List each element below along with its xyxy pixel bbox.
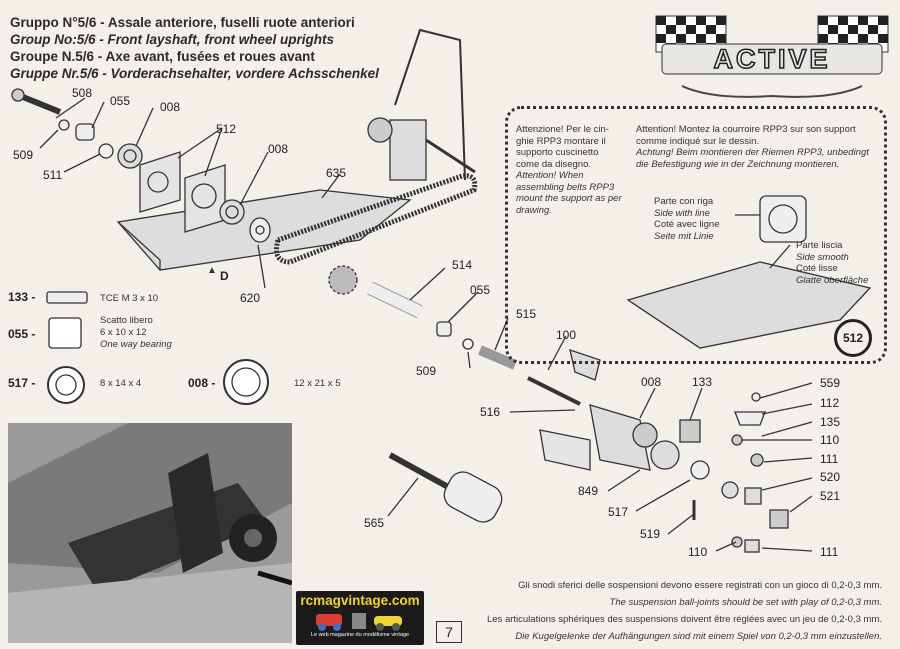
part-label-111-lower: 111 xyxy=(820,545,839,559)
part-label-111: 111 xyxy=(820,452,839,466)
note-smooth-de: Glatte oberfläche xyxy=(796,274,869,286)
part-label-008-right: 008 xyxy=(268,142,289,156)
legend-008-code: 008 - xyxy=(188,376,216,390)
legend-517-code: 517 - xyxy=(8,376,36,390)
caption-en: The suspension ball-joints should be set… xyxy=(609,597,882,608)
part-label-516: 516 xyxy=(480,405,501,419)
legend-055-desc-size: 6 x 10 x 12 xyxy=(100,327,147,338)
note-de-line2: die Befestigung wie in der Zeichnung mon… xyxy=(636,158,840,170)
part-label-110: 110 xyxy=(820,433,840,447)
note-de-line1: Achtung! Beim montieren der Riemen RPP3,… xyxy=(636,147,869,158)
header-french: Groupe N.5/6 - Axe avant, fusées et roue… xyxy=(10,49,315,64)
part-label-509: 509 xyxy=(13,148,34,162)
header-german: Gruppe Nr.5/6 - Vorderachsehalter, vorde… xyxy=(10,66,379,81)
note-it-line3: supporto cuscinetto xyxy=(516,147,599,158)
note-french-german: Attention! Montez la courroire RPP3 sur … xyxy=(636,124,876,170)
note-line-de: Seite mit Linie xyxy=(654,230,714,242)
legend-055-desc-it: Scatto libero xyxy=(100,315,153,326)
note-it-line2: ghie RPP3 montare il xyxy=(516,135,606,147)
header-english: Group No:5/6 - Front layshaft, front whe… xyxy=(10,32,335,47)
part-label-519: 519 xyxy=(640,527,661,541)
part-label-008: 008 xyxy=(160,100,181,114)
rcmagvintage-brand: rcmagvintage.com Le web magazine du modé… xyxy=(296,591,424,645)
caption-fr: Les articulations sphériques des suspens… xyxy=(486,614,882,625)
note-it-line4: come da disegno. xyxy=(516,158,591,170)
part-label-515: 515 xyxy=(516,307,537,321)
note-fr-line1: Attention! Montez la courroire RPP3 sur … xyxy=(636,124,856,135)
note-smooth-fr: Coté lisse xyxy=(796,263,838,274)
page-header: Gruppo N°5/6 - Assale anteriore, fuselli… xyxy=(10,14,379,82)
note-italian: Attenzione! Per le cin- ghie RPP3 montar… xyxy=(516,124,634,216)
legend-133-code: 133 - xyxy=(8,290,36,304)
legend-517-desc: 8 x 14 x 4 xyxy=(100,378,142,389)
part-label-100: 100 xyxy=(556,328,577,342)
part-label-520: 520 xyxy=(820,470,841,484)
note-line-fr: Coté avec ligne xyxy=(654,219,720,230)
logo-text: ACTIVE xyxy=(713,44,830,74)
part-label-511: 511 xyxy=(43,168,63,182)
part-label-509-lower: 509 xyxy=(416,364,437,378)
part-label-521: 521 xyxy=(820,489,841,503)
part-label-110-lower: 110 xyxy=(688,545,708,559)
part-label-565: 565 xyxy=(364,516,385,530)
part-label-d: D xyxy=(220,269,229,283)
part-label-055-lower: 055 xyxy=(470,283,491,297)
photo-image xyxy=(8,423,292,643)
assembly-note-box xyxy=(505,106,887,364)
brand-title: rcmagvintage.com xyxy=(300,593,420,608)
brand-subtitle: Le web magazine du modélisme vintage xyxy=(310,632,410,638)
caption-de: Die Kugelgelenke der Aufhängungen sind m… xyxy=(515,631,882,642)
legend-133-desc: TCE M 3 x 10 xyxy=(100,293,159,304)
note-en-line2: assembling belts RPP3 xyxy=(516,181,615,193)
part-label-135: 135 xyxy=(820,415,841,429)
note-line-en: Side with line xyxy=(654,207,710,219)
part-label-008-upright: 008 xyxy=(641,375,662,389)
part-label-133: 133 xyxy=(692,375,713,389)
car-icons xyxy=(316,613,402,631)
svg-text:▲: ▲ xyxy=(207,265,217,276)
legend-055-desc-en: One way bearing xyxy=(100,339,172,350)
note-line-it: Parte con riga xyxy=(654,196,714,207)
note-en-line4: drawing. xyxy=(516,204,552,216)
part-label-849: 849 xyxy=(578,484,599,498)
part-label-559: 559 xyxy=(820,376,841,390)
suspension-caption: Gli snodi sferici delle sospensioni devo… xyxy=(487,577,882,645)
note-en-line3: mount the support as per xyxy=(516,193,622,204)
note-side-with-line: Parte con riga Side with line Coté avec … xyxy=(654,196,719,242)
header-italian: Gruppo N°5/6 - Assale anteriore, fuselli… xyxy=(10,15,355,30)
note-it-line1: Attenzione! Per le cin- xyxy=(516,124,609,135)
part-label-055: 055 xyxy=(110,94,131,108)
part-label-517: 517 xyxy=(608,505,629,519)
active-logo: ACTIVE xyxy=(655,15,889,98)
caption-it: Gli snodi sferici delle sospensioni devo… xyxy=(518,580,882,591)
part-label-512: 512 xyxy=(216,122,237,136)
part-label-112: 112 xyxy=(820,396,840,410)
note-side-smooth: Parte liscia Side smooth Coté lisse Glat… xyxy=(796,240,868,286)
part-badge-512: 512 xyxy=(834,319,872,357)
note-smooth-en: Side smooth xyxy=(796,251,849,263)
assembly-photo xyxy=(8,423,292,643)
legend-055-code: 055 - xyxy=(8,327,36,341)
part-label-514: 514 xyxy=(452,258,473,272)
note-smooth-it: Parte liscia xyxy=(796,240,843,251)
part-label-508: 508 xyxy=(72,86,93,100)
part-label-635: 635 xyxy=(326,166,347,180)
note-fr-line2: comme indiqué sur le dessin. xyxy=(636,135,760,147)
page-number: 7 xyxy=(436,621,462,643)
note-en-line1: Attention! When xyxy=(516,170,584,181)
legend-008-desc: 12 x 21 x 5 xyxy=(294,378,341,389)
part-label-620: 620 xyxy=(240,291,261,305)
